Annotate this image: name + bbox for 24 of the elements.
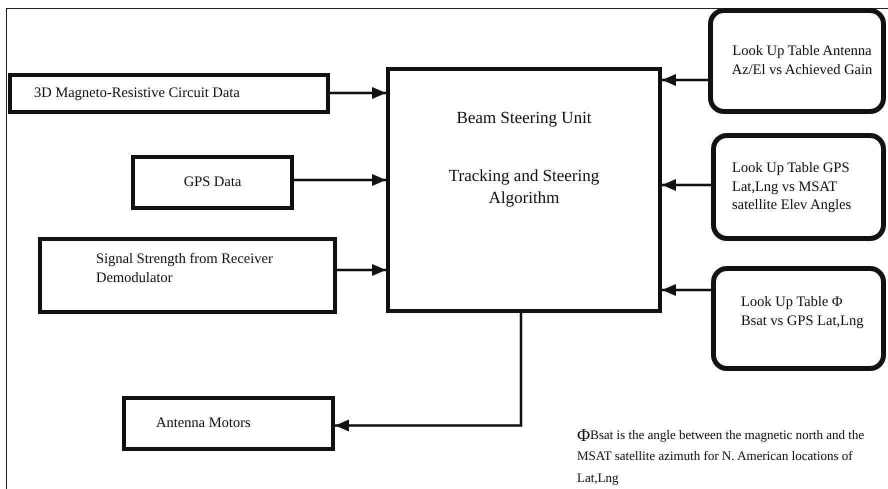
lookup-table-box xyxy=(708,8,886,114)
unit-function: Tracking and Steering Algorithm xyxy=(448,164,600,210)
unit-title: Beam Steering Unit xyxy=(455,106,593,129)
box-label: Look Up Table GPS Lat,Lng vs MSAT satellite Elev Angles xyxy=(732,158,852,216)
box-label: GPS Data xyxy=(182,173,242,192)
box-label: Antenna Motors xyxy=(156,414,252,433)
arrow xyxy=(335,313,522,432)
lookup-table-box xyxy=(711,133,886,241)
box-label: 3D Magneto-Resistive Circuit Data xyxy=(34,84,241,103)
arrow xyxy=(337,264,386,276)
arrow xyxy=(662,179,711,191)
box-label: Signal Strength from Receiver Demodulator xyxy=(96,250,274,288)
arrow xyxy=(662,284,711,296)
lookup-table-box xyxy=(711,266,886,371)
arrow xyxy=(330,87,386,99)
processing-unit-box xyxy=(386,67,662,313)
process-box xyxy=(131,155,294,210)
process-box xyxy=(122,396,335,451)
arrow xyxy=(662,74,708,86)
process-box xyxy=(38,237,337,314)
box-label: Look Up Table Φ Bsat vs GPS Lat,Lng xyxy=(741,292,864,330)
box-label: Look Up Table Antenna Az/El vs Achieved Gain xyxy=(731,42,873,80)
process-box xyxy=(8,73,330,114)
arrow xyxy=(294,174,386,186)
